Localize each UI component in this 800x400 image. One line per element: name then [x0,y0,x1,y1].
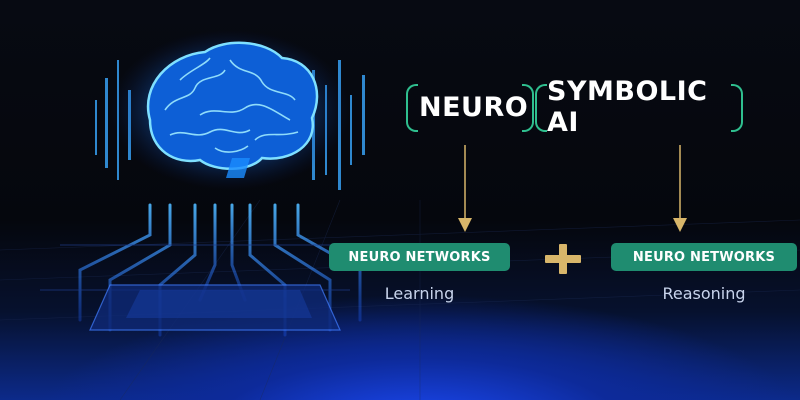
neuro-networks-badge-reasoning: NEURO NETWORKS [611,243,797,271]
caption-reasoning: Reasoning [662,284,746,303]
neuro-networks-badge-learning: NEURO NETWORKS [329,243,510,271]
heading-symbolic-ai: SYMBOLIC AI [535,76,743,138]
heading-neuro: NEURO [406,84,534,132]
right-bracket [522,84,534,132]
left-bracket [535,84,547,132]
plus-icon [545,244,581,274]
left-bracket [406,84,418,132]
brain-icon [146,41,319,178]
heading-symbolic-ai-text: SYMBOLIC AI [547,76,708,138]
arrow-down-icon [673,145,687,232]
right-bracket [731,84,743,132]
heading-neuro-text: NEURO [419,91,529,123]
arrow-down-icon [458,145,472,232]
caption-learning: Learning [384,284,455,303]
